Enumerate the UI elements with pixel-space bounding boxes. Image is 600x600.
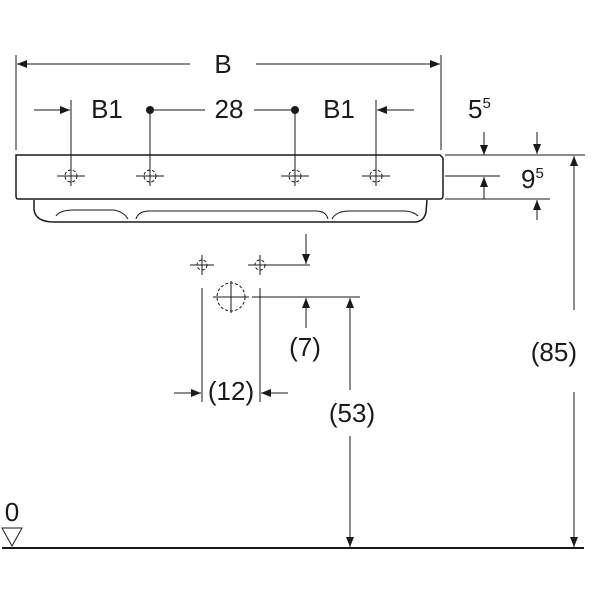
fixing-crosshair-right	[248, 255, 272, 275]
label-side-left: B1	[91, 94, 123, 124]
fixing-markers	[190, 234, 310, 275]
dimension-tap-spacing	[34, 100, 414, 182]
dimension-dot-right	[291, 106, 299, 114]
label-center-spacing: 28	[215, 94, 244, 124]
dimension-fixing-spacing	[174, 288, 288, 402]
label-fixing-to-waste: (7)	[289, 332, 321, 362]
basin-underside-right	[331, 210, 419, 220]
tap-hole-markers	[57, 166, 390, 186]
dimension-dot-left	[146, 106, 154, 114]
basin-underside-left	[55, 209, 129, 220]
dimension-overall-width	[15, 55, 442, 150]
label-side-right: B1	[323, 94, 355, 124]
basin-bowl-outline	[33, 199, 428, 223]
fixing-crosshair-left	[190, 255, 214, 275]
label-overall-width: B	[214, 49, 231, 79]
datum-triangle-icon	[1, 527, 23, 548]
label-rim-to-floor: (85)	[531, 337, 577, 367]
floor-datum	[1, 527, 584, 549]
waste-outlet	[213, 281, 360, 313]
label-fixing-spacing: (12)	[208, 376, 254, 406]
basin-underside-center	[135, 210, 329, 220]
dimension-labels: B B1 28 B1 55 95 (85) (53) (7) (12) 0	[5, 49, 577, 527]
basin-rim-outline	[15, 154, 444, 200]
label-top-offset: 55	[468, 94, 491, 124]
basin-outline	[15, 154, 444, 223]
label-waste-to-floor: (53)	[329, 398, 375, 428]
label-rim-height: 95	[521, 164, 544, 194]
label-floor-level: 0	[5, 497, 19, 527]
dimension-rim-height	[445, 132, 585, 220]
